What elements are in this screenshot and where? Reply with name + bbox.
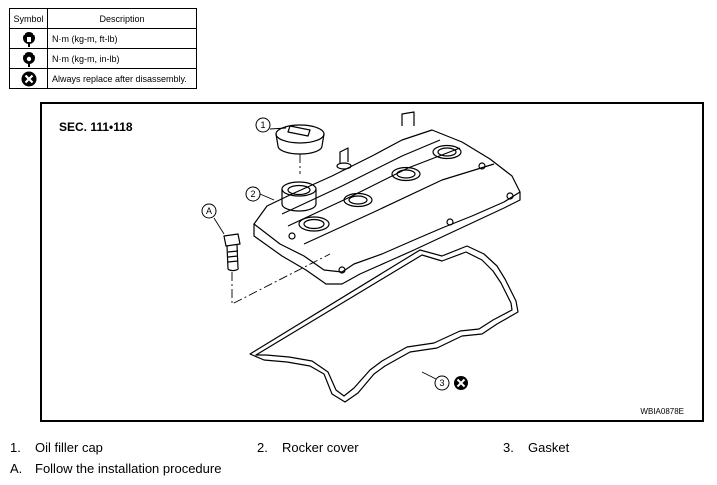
torque-wrench-small-icon	[9, 48, 48, 69]
symbol-header: Symbol	[9, 8, 48, 29]
gasket-drawing	[249, 245, 519, 403]
callout-2: 2	[250, 189, 255, 199]
legend-text: Rocker cover	[282, 440, 359, 455]
legend-number: 3.	[503, 440, 514, 455]
legend-text: Follow the installation procedure	[35, 461, 222, 476]
table-row: N·m (kg-m, in-lb)	[9, 48, 197, 69]
callout-a-circle	[201, 203, 217, 219]
legend-item-a: A. Follow the installation procedure	[10, 461, 270, 477]
row-description: N·m (kg-m, in-lb)	[47, 48, 197, 69]
legend-item-3: 3. Gasket	[503, 440, 703, 456]
bolt-drawing	[223, 233, 241, 272]
legend-text: Gasket	[528, 440, 570, 455]
callout-1-circle	[255, 117, 271, 133]
symbol-table: Symbol Description N·m (kg-m, ft-lb) N·m…	[9, 8, 197, 89]
legend-item-1: 1. Oil filler cap	[10, 440, 210, 456]
legend-number: 1.	[10, 440, 21, 455]
legend-text: Oil filler cap	[35, 440, 103, 455]
row-description: Always replace after disassembly.	[47, 68, 197, 89]
legend-number: A.	[10, 461, 23, 476]
table-row: N·m (kg-m, ft-lb)	[9, 28, 197, 49]
rocker-cover-body	[253, 111, 521, 285]
callout-3: 3	[439, 378, 444, 388]
always-replace-icon	[9, 68, 48, 89]
table-row: Always replace after disassembly.	[9, 68, 197, 89]
symbol-table-header: Symbol Description	[9, 8, 197, 29]
figure-code: WBIA0878E	[640, 407, 684, 416]
row-description: N·m (kg-m, ft-lb)	[47, 28, 197, 49]
always-replace-icon	[454, 376, 468, 390]
legend-item-2: 2. Rocker cover	[257, 440, 457, 456]
oil-filler-cap-drawing	[275, 124, 325, 155]
callout-2-circle	[245, 186, 261, 202]
torque-wrench-icon	[9, 28, 48, 49]
rocker-cover-drawing: 1 2 A 3	[201, 111, 521, 403]
legend-number: 2.	[257, 440, 268, 455]
description-header: Description	[47, 8, 197, 29]
callout-3-circle	[434, 375, 450, 391]
exploded-view-figure: 1 2 A 3 SEC. 111•118 WBIA0878E	[40, 102, 704, 422]
section-label: SEC. 111•118	[59, 120, 133, 134]
callout-1: 1	[260, 120, 265, 130]
callout-a: A	[206, 206, 212, 216]
